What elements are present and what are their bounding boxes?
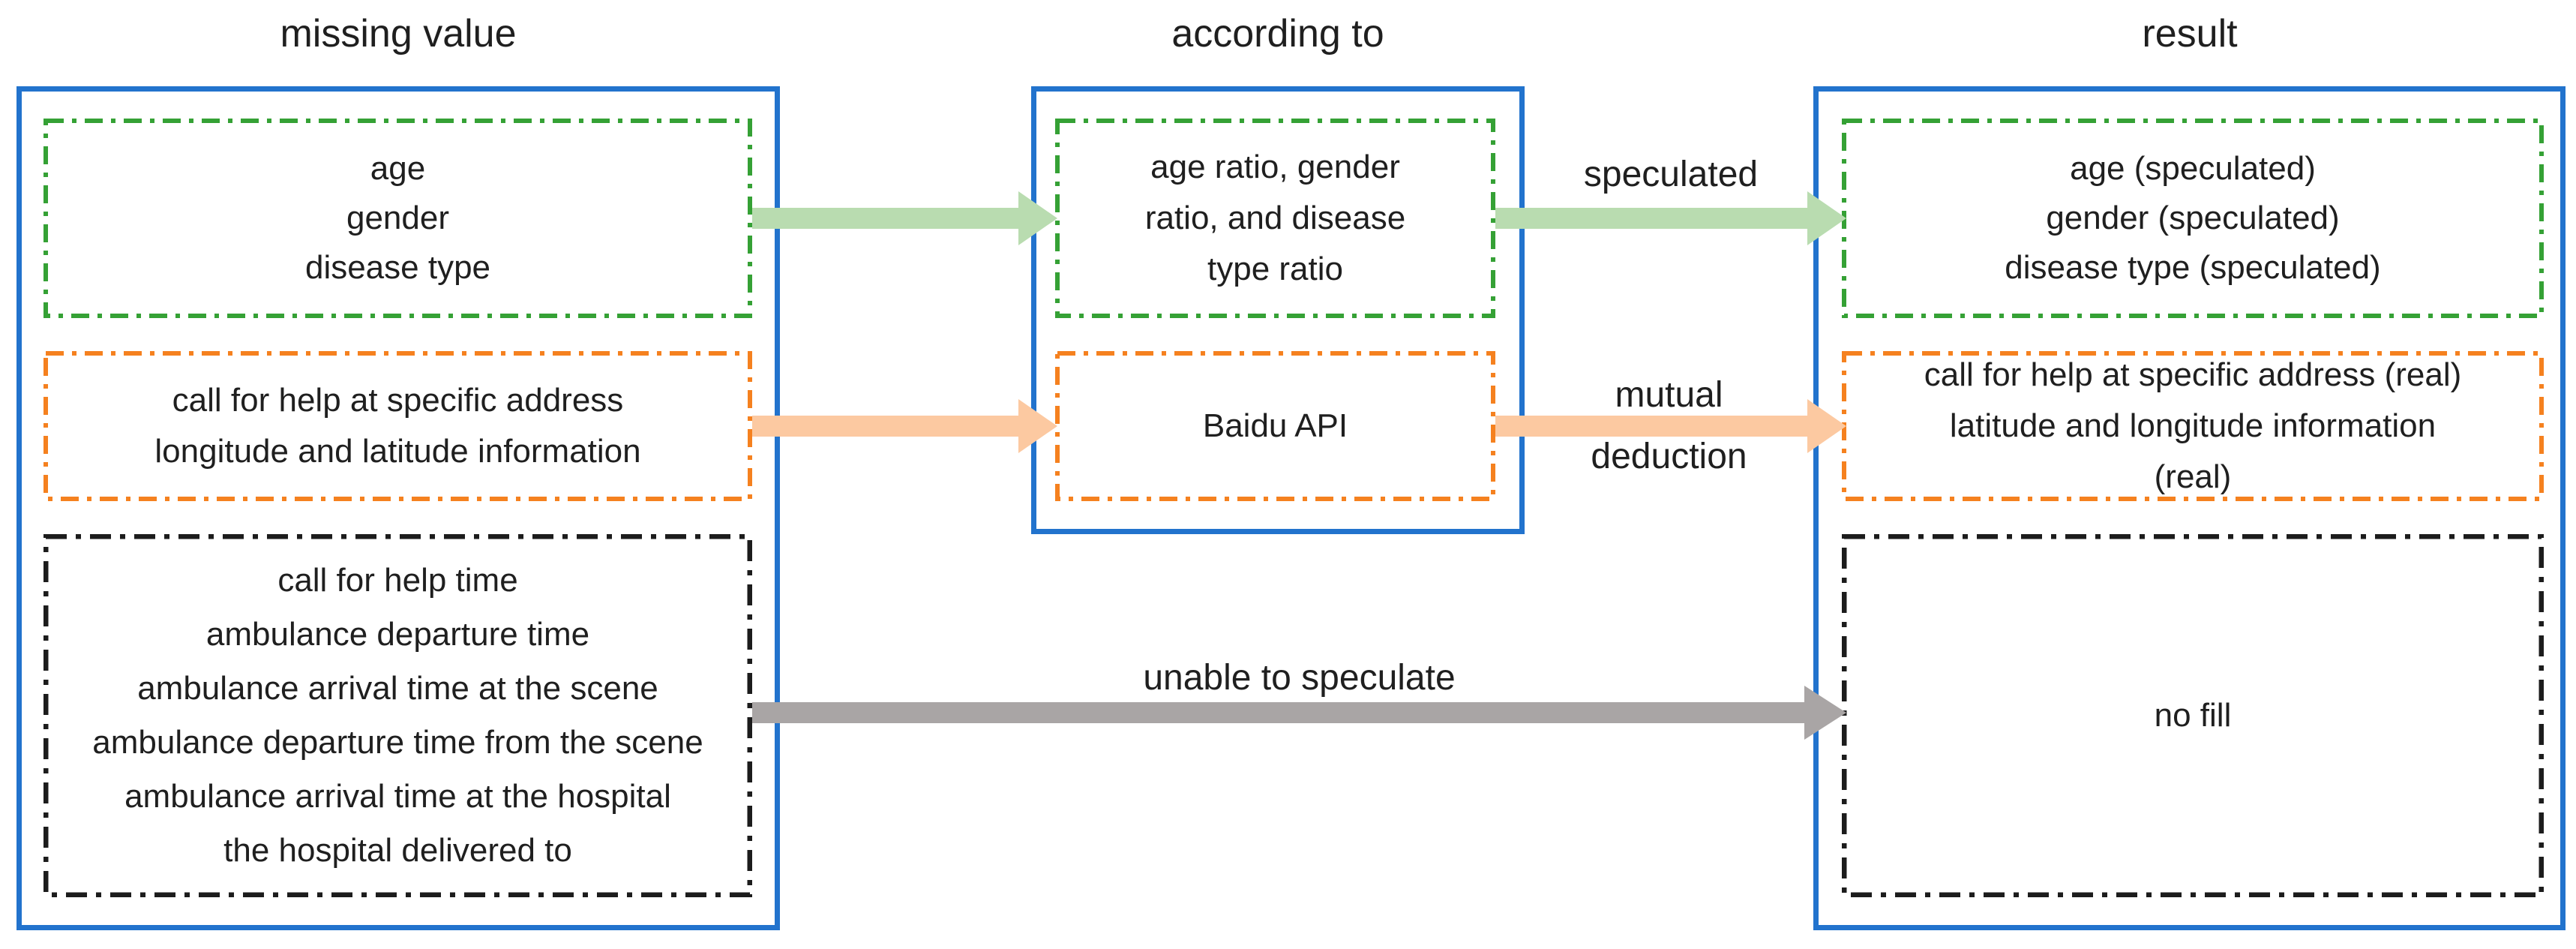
ratio-source-box: age ratio, gender ratio, and disease typ… xyxy=(1055,119,1495,318)
text-line: ambulance arrival time at the hospital xyxy=(124,778,671,815)
missing-demographics-box: age gender disease type xyxy=(43,119,752,318)
text-line: call for help time xyxy=(277,562,518,599)
missing-location-box: call for help at specific address longit… xyxy=(43,351,752,501)
orange-arrow-left-icon xyxy=(752,399,1057,453)
speculated-arrow-label: speculated xyxy=(1583,155,1759,194)
mutual-deduction-arrow-label: mutual deduction xyxy=(1525,365,1813,488)
gray-arrow-icon xyxy=(752,686,1846,740)
text-line: call for help at specific address xyxy=(172,382,624,419)
text-line: type ratio xyxy=(1207,251,1343,287)
orange-dash-dot-border xyxy=(1055,351,1495,501)
text-line: gender xyxy=(346,200,449,236)
text-line: no fill xyxy=(2154,697,2232,734)
green-arrow-left-icon xyxy=(752,191,1057,245)
text-line: deduction xyxy=(1591,437,1747,476)
text-line: (real) xyxy=(2154,458,2232,495)
text-line: disease type (speculated) xyxy=(2005,249,2381,286)
column-header-result: result xyxy=(2142,12,2238,56)
text-line: age (speculated) xyxy=(2070,150,2316,187)
unable-to-speculate-arrow-label: unable to speculate xyxy=(1143,658,1456,698)
result-frame xyxy=(1813,86,2566,930)
green-dash-dot-border xyxy=(1055,119,1495,318)
orange-arrow-right-icon xyxy=(1495,399,1846,453)
text-line: ambulance departure time xyxy=(205,616,590,653)
orange-dash-dot-border xyxy=(43,351,752,501)
missing-value-frame xyxy=(16,86,780,930)
result-demographics-text: age (speculated) gender (speculated) dis… xyxy=(1842,119,2544,318)
text-line: ambulance departure time from the scene xyxy=(92,724,703,761)
baidu-api-text: Baidu API xyxy=(1055,351,1495,501)
result-location-box: call for help at specific address (real)… xyxy=(1842,351,2544,501)
missing-demographics-text: age gender disease type xyxy=(43,119,752,318)
text-line: mutual xyxy=(1615,375,1723,415)
green-arrow-right-icon xyxy=(1495,191,1846,245)
missing-times-text: call for help time ambulance departure t… xyxy=(43,534,752,897)
green-dash-dot-border xyxy=(43,119,752,318)
text-line: ratio, and disease xyxy=(1144,200,1406,236)
text-line: age ratio, gender xyxy=(1150,149,1400,185)
text-line: latitude and longitude information xyxy=(1949,407,2437,444)
ratio-source-text: age ratio, gender ratio, and disease typ… xyxy=(1055,119,1495,318)
text-line: age xyxy=(370,150,426,187)
text-line: longitude and latitude information xyxy=(154,433,641,470)
result-times-box: no fill xyxy=(1842,534,2544,897)
result-times-text: no fill xyxy=(1842,534,2544,897)
column-header-according-to: according to xyxy=(1171,12,1384,56)
text-line: the hospital delivered to xyxy=(223,832,572,869)
black-dash-dot-border xyxy=(1842,534,2544,897)
text-line: call for help at specific address (real) xyxy=(1924,356,2462,393)
column-header-missing-value: missing value xyxy=(280,12,517,56)
text-line: gender (speculated) xyxy=(2046,200,2340,236)
result-demographics-box: age (speculated) gender (speculated) dis… xyxy=(1842,119,2544,318)
result-location-text: call for help at specific address (real)… xyxy=(1842,351,2544,501)
text-line: disease type xyxy=(304,249,491,286)
according-to-frame xyxy=(1031,86,1525,534)
text-line: ambulance arrival time at the scene xyxy=(137,670,658,707)
missing-times-box: call for help time ambulance departure t… xyxy=(43,534,752,897)
baidu-api-box: Baidu API xyxy=(1055,351,1495,501)
missing-location-text: call for help at specific address longit… xyxy=(43,351,752,501)
text-line: Baidu API xyxy=(1202,407,1348,444)
